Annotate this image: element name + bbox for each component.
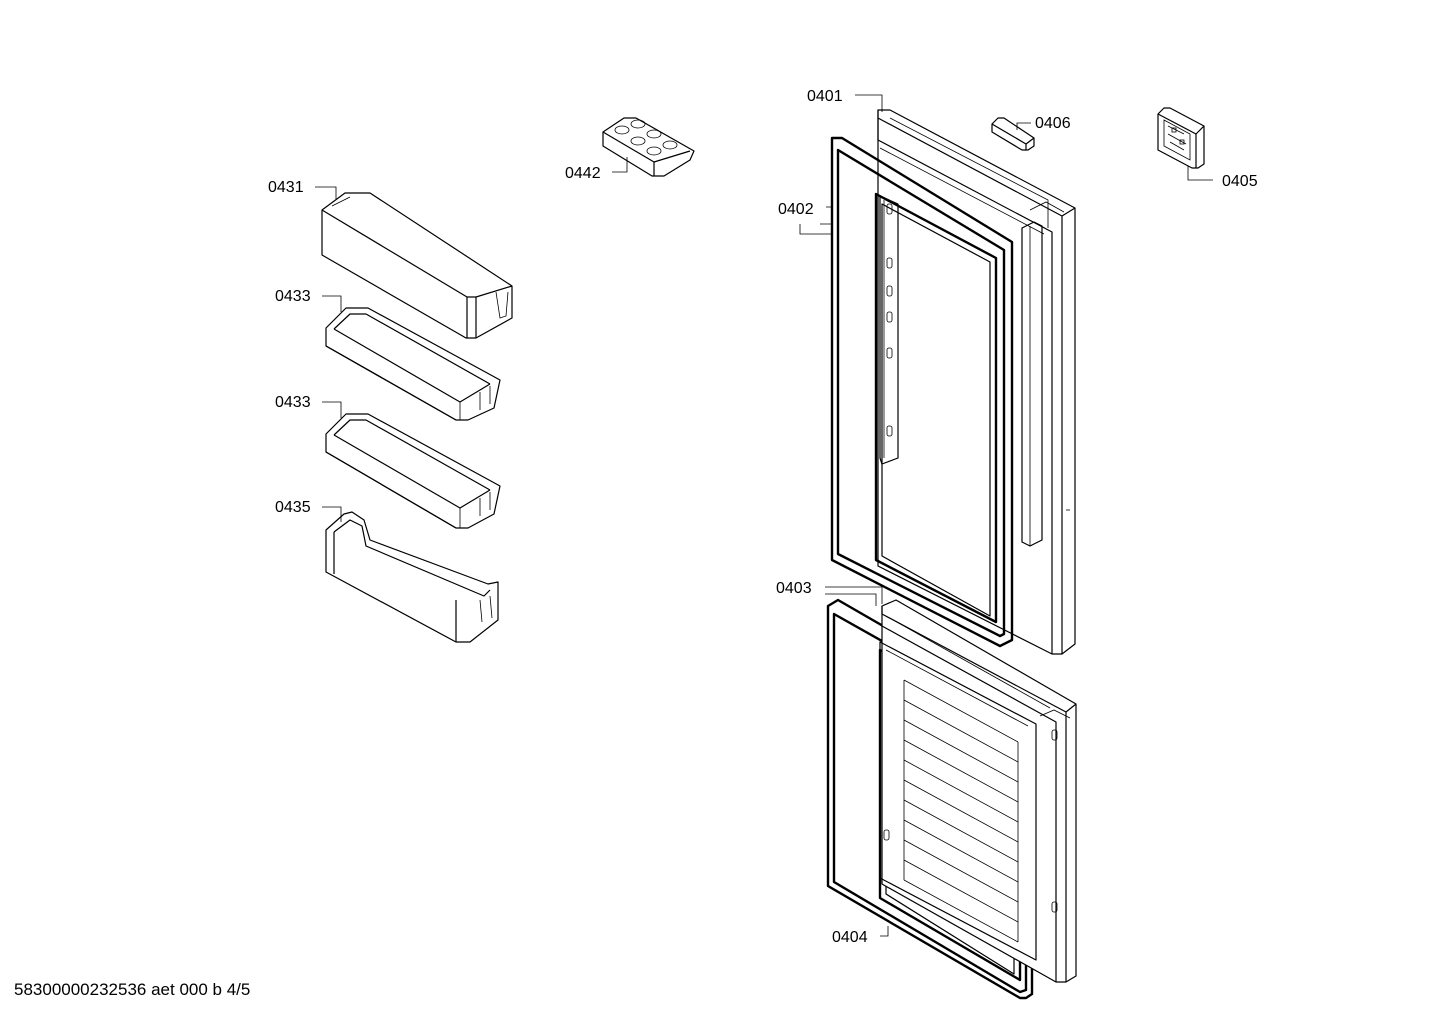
part-0402-upper-gasket[interactable] xyxy=(830,136,1014,648)
part-0442-egg-tray[interactable] xyxy=(602,117,695,177)
label-0405: 0405 xyxy=(1222,173,1258,190)
part-0433-door-tray-lower[interactable] xyxy=(325,413,501,529)
label-0404: 0404 xyxy=(832,929,868,946)
label-0403: 0403 xyxy=(776,580,812,597)
leader-0402 xyxy=(820,206,833,225)
label-0442: 0442 xyxy=(565,165,601,182)
leader-0442 xyxy=(612,157,628,173)
leader-0431 xyxy=(315,186,337,200)
leader-0404 xyxy=(880,926,889,937)
leader-0402b xyxy=(799,224,832,235)
leader-0403b xyxy=(825,593,877,606)
leader-0433-lower xyxy=(322,401,342,418)
part-0405-control-module[interactable] xyxy=(1157,107,1205,169)
part-0433-door-tray-upper[interactable] xyxy=(325,307,501,421)
leader-0406 xyxy=(1016,122,1031,130)
drawing-reference-footer: 58300000232536 aet 000 b 4/5 xyxy=(14,980,251,999)
part-0404-lower-door[interactable] xyxy=(879,599,1077,983)
leader-0401 xyxy=(855,94,883,112)
part-0401-upper-door[interactable] xyxy=(877,109,1076,655)
label-0435: 0435 xyxy=(275,499,311,516)
label-0401: 0401 xyxy=(807,88,843,105)
part-0435-bottle-tray[interactable] xyxy=(325,511,499,643)
part-0431-shelf-lid[interactable] xyxy=(321,192,513,339)
label-0431: 0431 xyxy=(268,179,304,196)
label-0433-lower: 0433 xyxy=(275,394,311,411)
part-0406-hinge-cover[interactable] xyxy=(991,117,1035,151)
label-0402: 0402 xyxy=(778,201,814,218)
label-0433-upper: 0433 xyxy=(275,288,311,305)
leader-0435 xyxy=(322,506,342,522)
leader-0403 xyxy=(825,586,883,604)
leader-0405 xyxy=(1187,166,1213,181)
label-0406: 0406 xyxy=(1035,115,1071,132)
leader-0433-upper xyxy=(322,295,342,312)
